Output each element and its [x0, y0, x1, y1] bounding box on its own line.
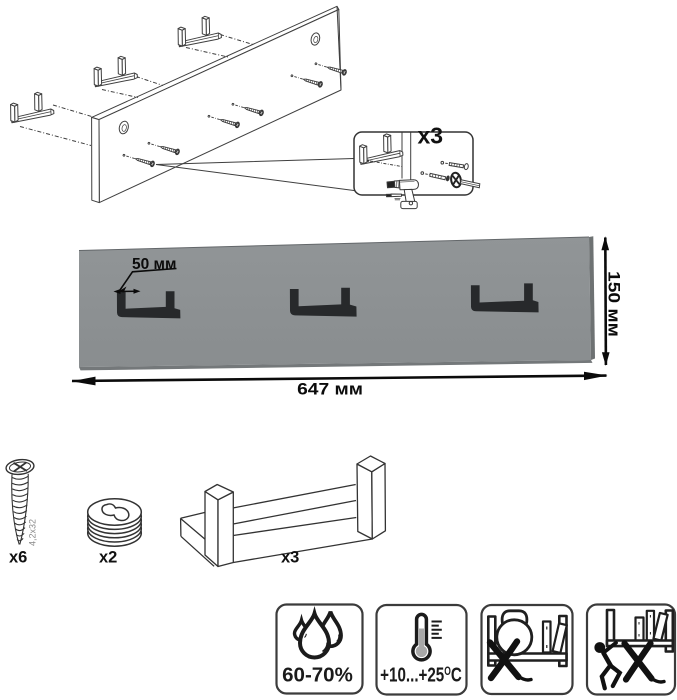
- svg-text:60-70%: 60-70%: [282, 664, 353, 687]
- svg-text:x3: x3: [281, 549, 299, 567]
- svg-text:4,2x32: 4,2x32: [28, 519, 38, 546]
- svg-text:x2: x2: [99, 549, 117, 567]
- svg-text:647 мм: 647 мм: [297, 380, 363, 398]
- svg-text:x6: x6: [9, 549, 27, 567]
- svg-text:+10...+25OC: +10...+25OC: [380, 663, 462, 686]
- svg-text:x3: x3: [418, 123, 444, 149]
- svg-text:150 мм: 150 мм: [605, 271, 623, 337]
